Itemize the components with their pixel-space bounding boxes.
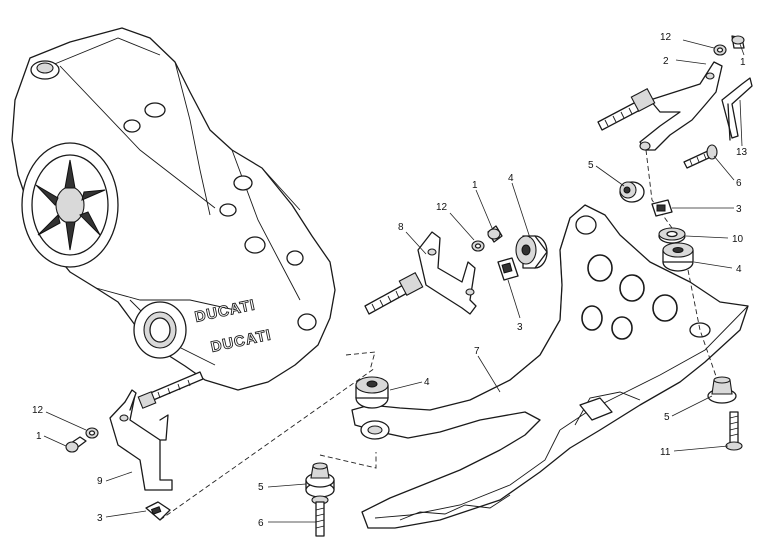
- bolt-bracket-8: [364, 271, 424, 315]
- alignment-line-mid: [319, 452, 377, 469]
- callout-4: 4: [736, 264, 742, 275]
- callout-5: 5: [664, 412, 670, 423]
- rubber-mount-4-right: [662, 242, 694, 272]
- engine-cover: DUCATI DUCATI: [11, 27, 336, 391]
- nut-3-top: [651, 199, 673, 217]
- spacer-10: [658, 227, 686, 244]
- callout-11: 11: [660, 447, 671, 458]
- callout-1: 1: [740, 57, 746, 68]
- alignment-line-lower-2: [345, 351, 376, 371]
- clip-13: [721, 77, 753, 141]
- bracket-8: [417, 231, 477, 315]
- skid-plate-7: [351, 204, 749, 529]
- callout-10: 10: [732, 234, 744, 245]
- alignment-line-top: [645, 149, 673, 229]
- callout-6: 6: [258, 518, 264, 529]
- bushing-5-top: [619, 181, 645, 203]
- callout-6: 6: [736, 178, 742, 189]
- bracket-2: [639, 61, 723, 151]
- callout-13: 13: [736, 147, 748, 158]
- callout-5: 5: [258, 482, 264, 493]
- callout-7: 7: [474, 346, 480, 357]
- callout-1: 1: [36, 431, 42, 442]
- callout-3: 3: [736, 204, 742, 215]
- rubber-mount-4-centre: [515, 235, 548, 269]
- callout-12: 12: [660, 32, 672, 43]
- nut-3-centre: [497, 257, 519, 281]
- callout-12: 12: [436, 202, 448, 213]
- bushing-5-lower: [305, 462, 335, 498]
- rubber-mount-4-lower: [355, 376, 389, 409]
- alignment-line-lower: [159, 367, 376, 521]
- screw-6-top: [683, 144, 718, 169]
- bracket-9: [65, 389, 173, 521]
- callout-2: 2: [663, 56, 669, 67]
- bolt-cover: [137, 371, 204, 409]
- callout-3: 3: [517, 322, 523, 333]
- callout-8: 8: [398, 222, 404, 233]
- fastener-centre: [471, 225, 503, 252]
- callout-12: 12: [32, 405, 44, 416]
- callout-4: 4: [508, 173, 514, 184]
- screw-6-lower: [311, 495, 329, 537]
- callout-4: 4: [424, 377, 430, 388]
- alignment-line-right: [687, 269, 719, 383]
- bolt-bracket-2: [597, 87, 656, 131]
- fastener-top: [713, 35, 745, 56]
- leader-lines: [43, 39, 745, 523]
- callout-labels: 12 1 2 13 6 5 3 10 4 1 12 4 8 3 7 4 5 11…: [32, 32, 748, 529]
- screw-11: [725, 411, 743, 451]
- callout-3: 3: [97, 513, 103, 524]
- callout-5: 5: [588, 160, 594, 171]
- callout-9: 9: [97, 476, 103, 487]
- callout-1: 1: [472, 180, 478, 191]
- bushing-5-right: [707, 376, 737, 404]
